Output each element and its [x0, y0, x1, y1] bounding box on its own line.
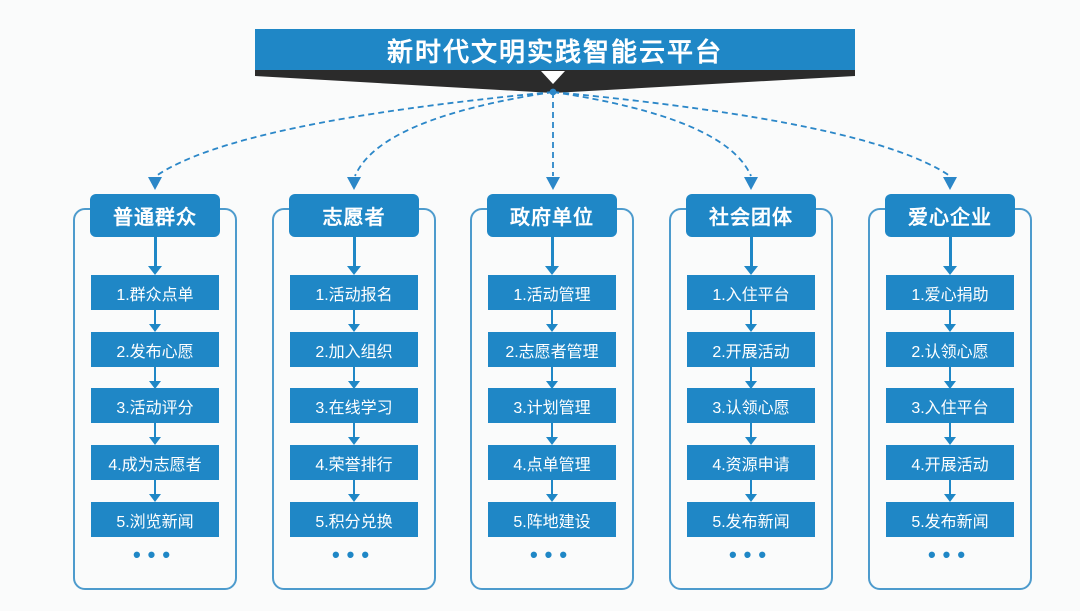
more-steps-ellipsis: •••	[132, 542, 178, 567]
more-steps-ellipsis: •••	[927, 542, 973, 567]
flow-arrow-icon	[149, 423, 161, 445]
step-item: 5.发布新闻	[687, 502, 815, 537]
step-item: 2.加入组织	[290, 332, 418, 367]
flow-arrow-icon	[348, 367, 360, 389]
flow-arrow-icon	[546, 367, 558, 389]
platform-title-banner: 新时代文明实践智能云平台	[255, 29, 855, 71]
flow-arrow-icon	[546, 423, 558, 445]
step-item: 4.开展活动	[886, 445, 1014, 480]
column-header: 普通群众	[90, 194, 220, 237]
step-item: 3.入住平台	[886, 388, 1014, 423]
step-item: 1.活动报名	[290, 275, 418, 310]
connector-curve-1	[155, 91, 554, 177]
step-item: 4.成为志愿者	[91, 445, 219, 480]
flow-arrow-icon	[149, 367, 161, 389]
step-item: 4.点单管理	[488, 445, 616, 480]
column-header: 爱心企业	[885, 194, 1015, 237]
column-ordinary-public: 普通群众 1.群众点单 2.发布心愿 3.活动评分 4.成为志愿者 5.浏览新闻…	[73, 194, 237, 590]
step-item: 2.认领心愿	[886, 332, 1014, 367]
flow-arrow-icon	[745, 367, 757, 389]
flow-arrow-icon	[745, 310, 757, 332]
step-item: 2.开展活动	[687, 332, 815, 367]
column-social-groups: 社会团体 1.入住平台 2.开展活动 3.认领心愿 4.资源申请 5.发布新闻 …	[669, 194, 833, 590]
flow-arrow-icon	[744, 237, 758, 275]
flow-arrow-icon	[944, 480, 956, 502]
column-government-units: 政府单位 1.活动管理 2.志愿者管理 3.计划管理 4.点单管理 5.阵地建设…	[470, 194, 634, 590]
column-header: 社会团体	[686, 194, 816, 237]
flow-arrow-icon	[944, 310, 956, 332]
flow-arrow-icon	[347, 237, 361, 275]
flow-arrow-icon	[745, 480, 757, 502]
step-item: 1.群众点单	[91, 275, 219, 310]
flow-arrow-icon	[546, 310, 558, 332]
step-item: 3.在线学习	[290, 388, 418, 423]
connector-arrowhead-3	[546, 177, 560, 190]
step-item: 5.浏览新闻	[91, 502, 219, 537]
column-caring-enterprises: 爱心企业 1.爱心捐助 2.认领心愿 3.入住平台 4.开展活动 5.发布新闻 …	[868, 194, 1032, 590]
step-item: 2.志愿者管理	[488, 332, 616, 367]
connector-arrowhead-1	[148, 177, 162, 190]
step-item: 4.荣誉排行	[290, 445, 418, 480]
connector-arrowhead-2	[347, 177, 361, 190]
step-item: 3.认领心愿	[687, 388, 815, 423]
column-header: 政府单位	[487, 194, 617, 237]
more-steps-ellipsis: •••	[529, 542, 575, 567]
step-item: 5.发布新闻	[886, 502, 1014, 537]
more-steps-ellipsis: •••	[331, 542, 377, 567]
flow-arrow-icon	[944, 367, 956, 389]
flow-arrow-icon	[545, 237, 559, 275]
step-item: 5.积分兑换	[290, 502, 418, 537]
flow-arrow-icon	[348, 480, 360, 502]
banner-shadow-wedge	[255, 70, 855, 93]
connector-curve-4	[552, 91, 752, 177]
connector-arrowhead-5	[943, 177, 957, 190]
flow-arrow-icon	[944, 423, 956, 445]
column-volunteers: 志愿者 1.活动报名 2.加入组织 3.在线学习 4.荣誉排行 5.积分兑换 •…	[272, 194, 436, 590]
platform-title: 新时代文明实践智能云平台	[386, 36, 723, 67]
connector-curve-5	[552, 91, 951, 177]
more-steps-ellipsis: •••	[728, 542, 774, 567]
step-item: 1.活动管理	[488, 275, 616, 310]
flow-arrow-icon	[745, 423, 757, 445]
flow-arrow-icon	[148, 237, 162, 275]
connector-curve-2	[354, 91, 554, 177]
flow-arrow-icon	[348, 423, 360, 445]
fan-origin-node	[549, 88, 557, 96]
step-item: 3.计划管理	[488, 388, 616, 423]
step-item: 1.爱心捐助	[886, 275, 1014, 310]
column-header: 志愿者	[289, 194, 419, 237]
connector-arrowhead-4	[744, 177, 758, 190]
down-arrow-icon	[541, 71, 565, 84]
step-item: 4.资源申请	[687, 445, 815, 480]
flow-arrow-icon	[348, 310, 360, 332]
step-item: 5.阵地建设	[488, 502, 616, 537]
step-item: 1.入住平台	[687, 275, 815, 310]
flow-arrow-icon	[149, 310, 161, 332]
flow-arrow-icon	[546, 480, 558, 502]
flow-arrow-icon	[943, 237, 957, 275]
step-item: 3.活动评分	[91, 388, 219, 423]
flow-arrow-icon	[149, 480, 161, 502]
step-item: 2.发布心愿	[91, 332, 219, 367]
